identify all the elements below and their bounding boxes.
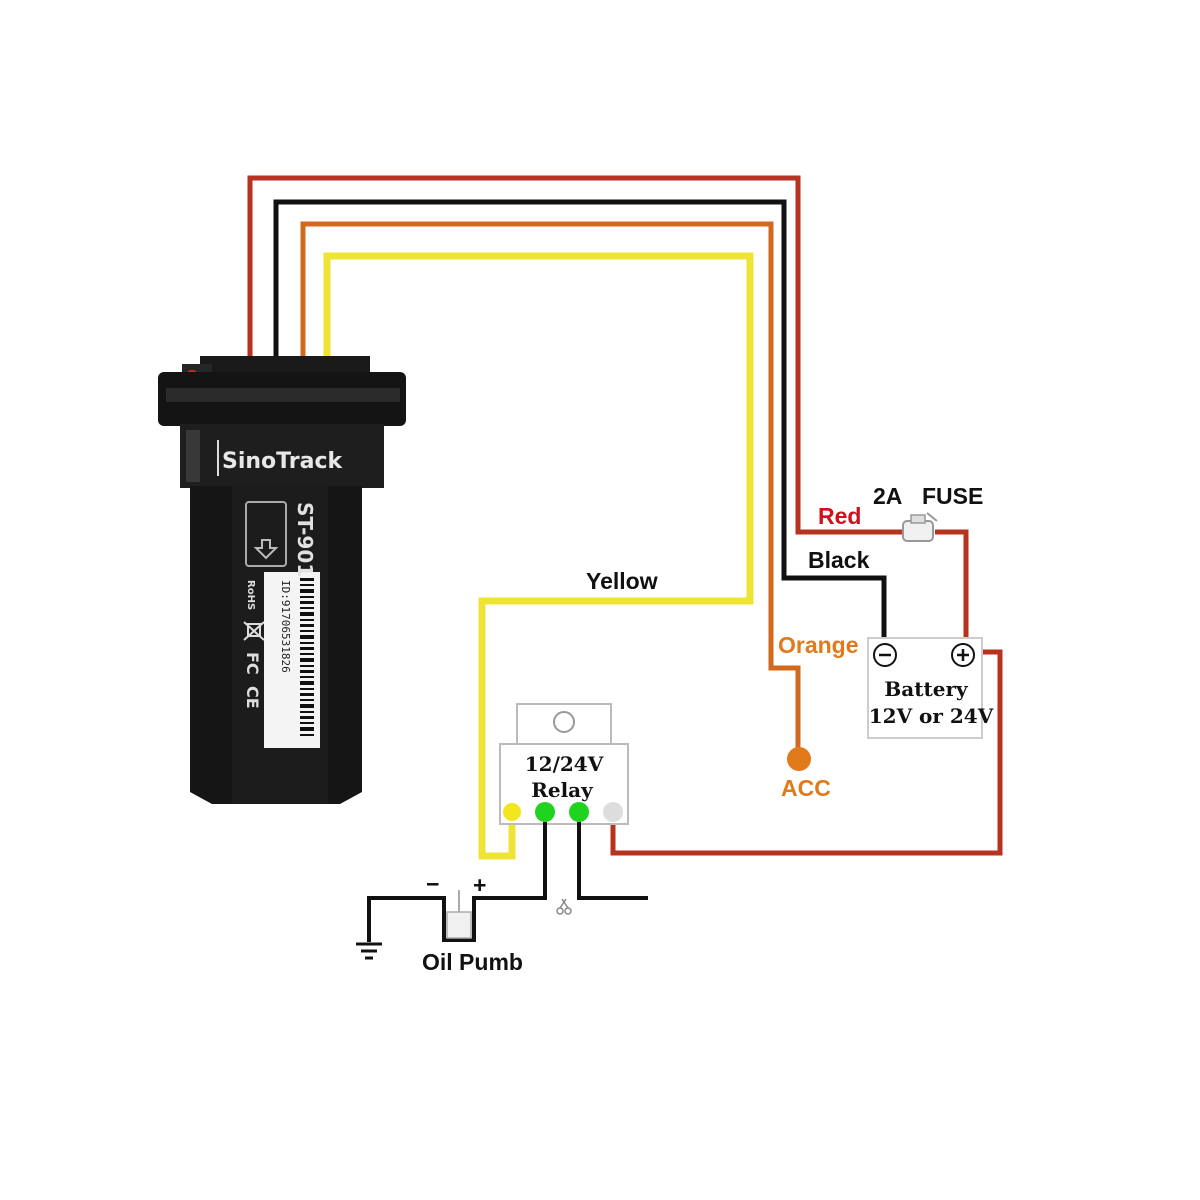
relay-pin-yellow	[503, 803, 521, 821]
relay-label: Relay	[531, 778, 594, 802]
relay-pin-green-2	[569, 802, 589, 822]
fuse-icon	[902, 512, 938, 542]
ce-mark: CE	[243, 686, 262, 709]
yellow-wire	[323, 252, 754, 860]
device-id-text: ID:91706531826	[279, 580, 292, 673]
pump-label: Oil Pumb	[422, 949, 523, 975]
yellow-wire-label: Yellow	[586, 568, 658, 594]
battery-voltage: 12V or 24V	[869, 704, 994, 728]
red-wire-battery-to-relay	[610, 649, 1003, 856]
wire-bundle	[247, 175, 1003, 860]
fuse-rating: 2A	[873, 483, 902, 509]
red-wire	[247, 175, 905, 535]
relay-pin-green-1	[535, 802, 555, 822]
battery-label: Battery	[884, 677, 969, 701]
black-wire	[273, 199, 887, 640]
device-model: ST-901	[293, 502, 317, 577]
relay: 12/24V Relay	[499, 703, 629, 825]
arrow-down-icon	[253, 539, 279, 560]
pump-plus: +	[473, 872, 486, 898]
gps-tracker-device: ID:91706531826 RoHS FC CE ST-901 SinoTra…	[158, 356, 406, 804]
oil-pump-circuit	[367, 822, 648, 942]
acc-label: ACC	[781, 775, 831, 801]
barcode-icon	[300, 578, 314, 736]
device-brand: SinoTrack	[222, 449, 343, 474]
acc-terminal-icon	[787, 747, 811, 771]
relay-voltage: 12/24V	[525, 752, 604, 776]
orange-wire	[300, 221, 801, 750]
battery: Battery 12V or 24V	[867, 637, 994, 739]
fuse-label: FUSE	[922, 483, 983, 509]
black-wire-label: Black	[808, 547, 870, 573]
orange-wire-label: Orange	[778, 632, 859, 658]
ground-icon	[356, 942, 382, 960]
red-wire-fuse-to-battery	[935, 529, 969, 640]
cut-wire-icon	[556, 898, 572, 915]
pump-minus: −	[426, 871, 439, 897]
oil-pump-icon	[446, 890, 472, 939]
rohs-mark: RoHS	[245, 580, 256, 610]
sim-slot-icon	[245, 501, 287, 567]
mount-hole-icon	[553, 711, 575, 733]
red-wire-label: Red	[818, 503, 861, 529]
fc-mark: FC	[243, 652, 262, 675]
relay-pin-gray	[603, 802, 623, 822]
wee-bin-icon	[243, 621, 265, 641]
